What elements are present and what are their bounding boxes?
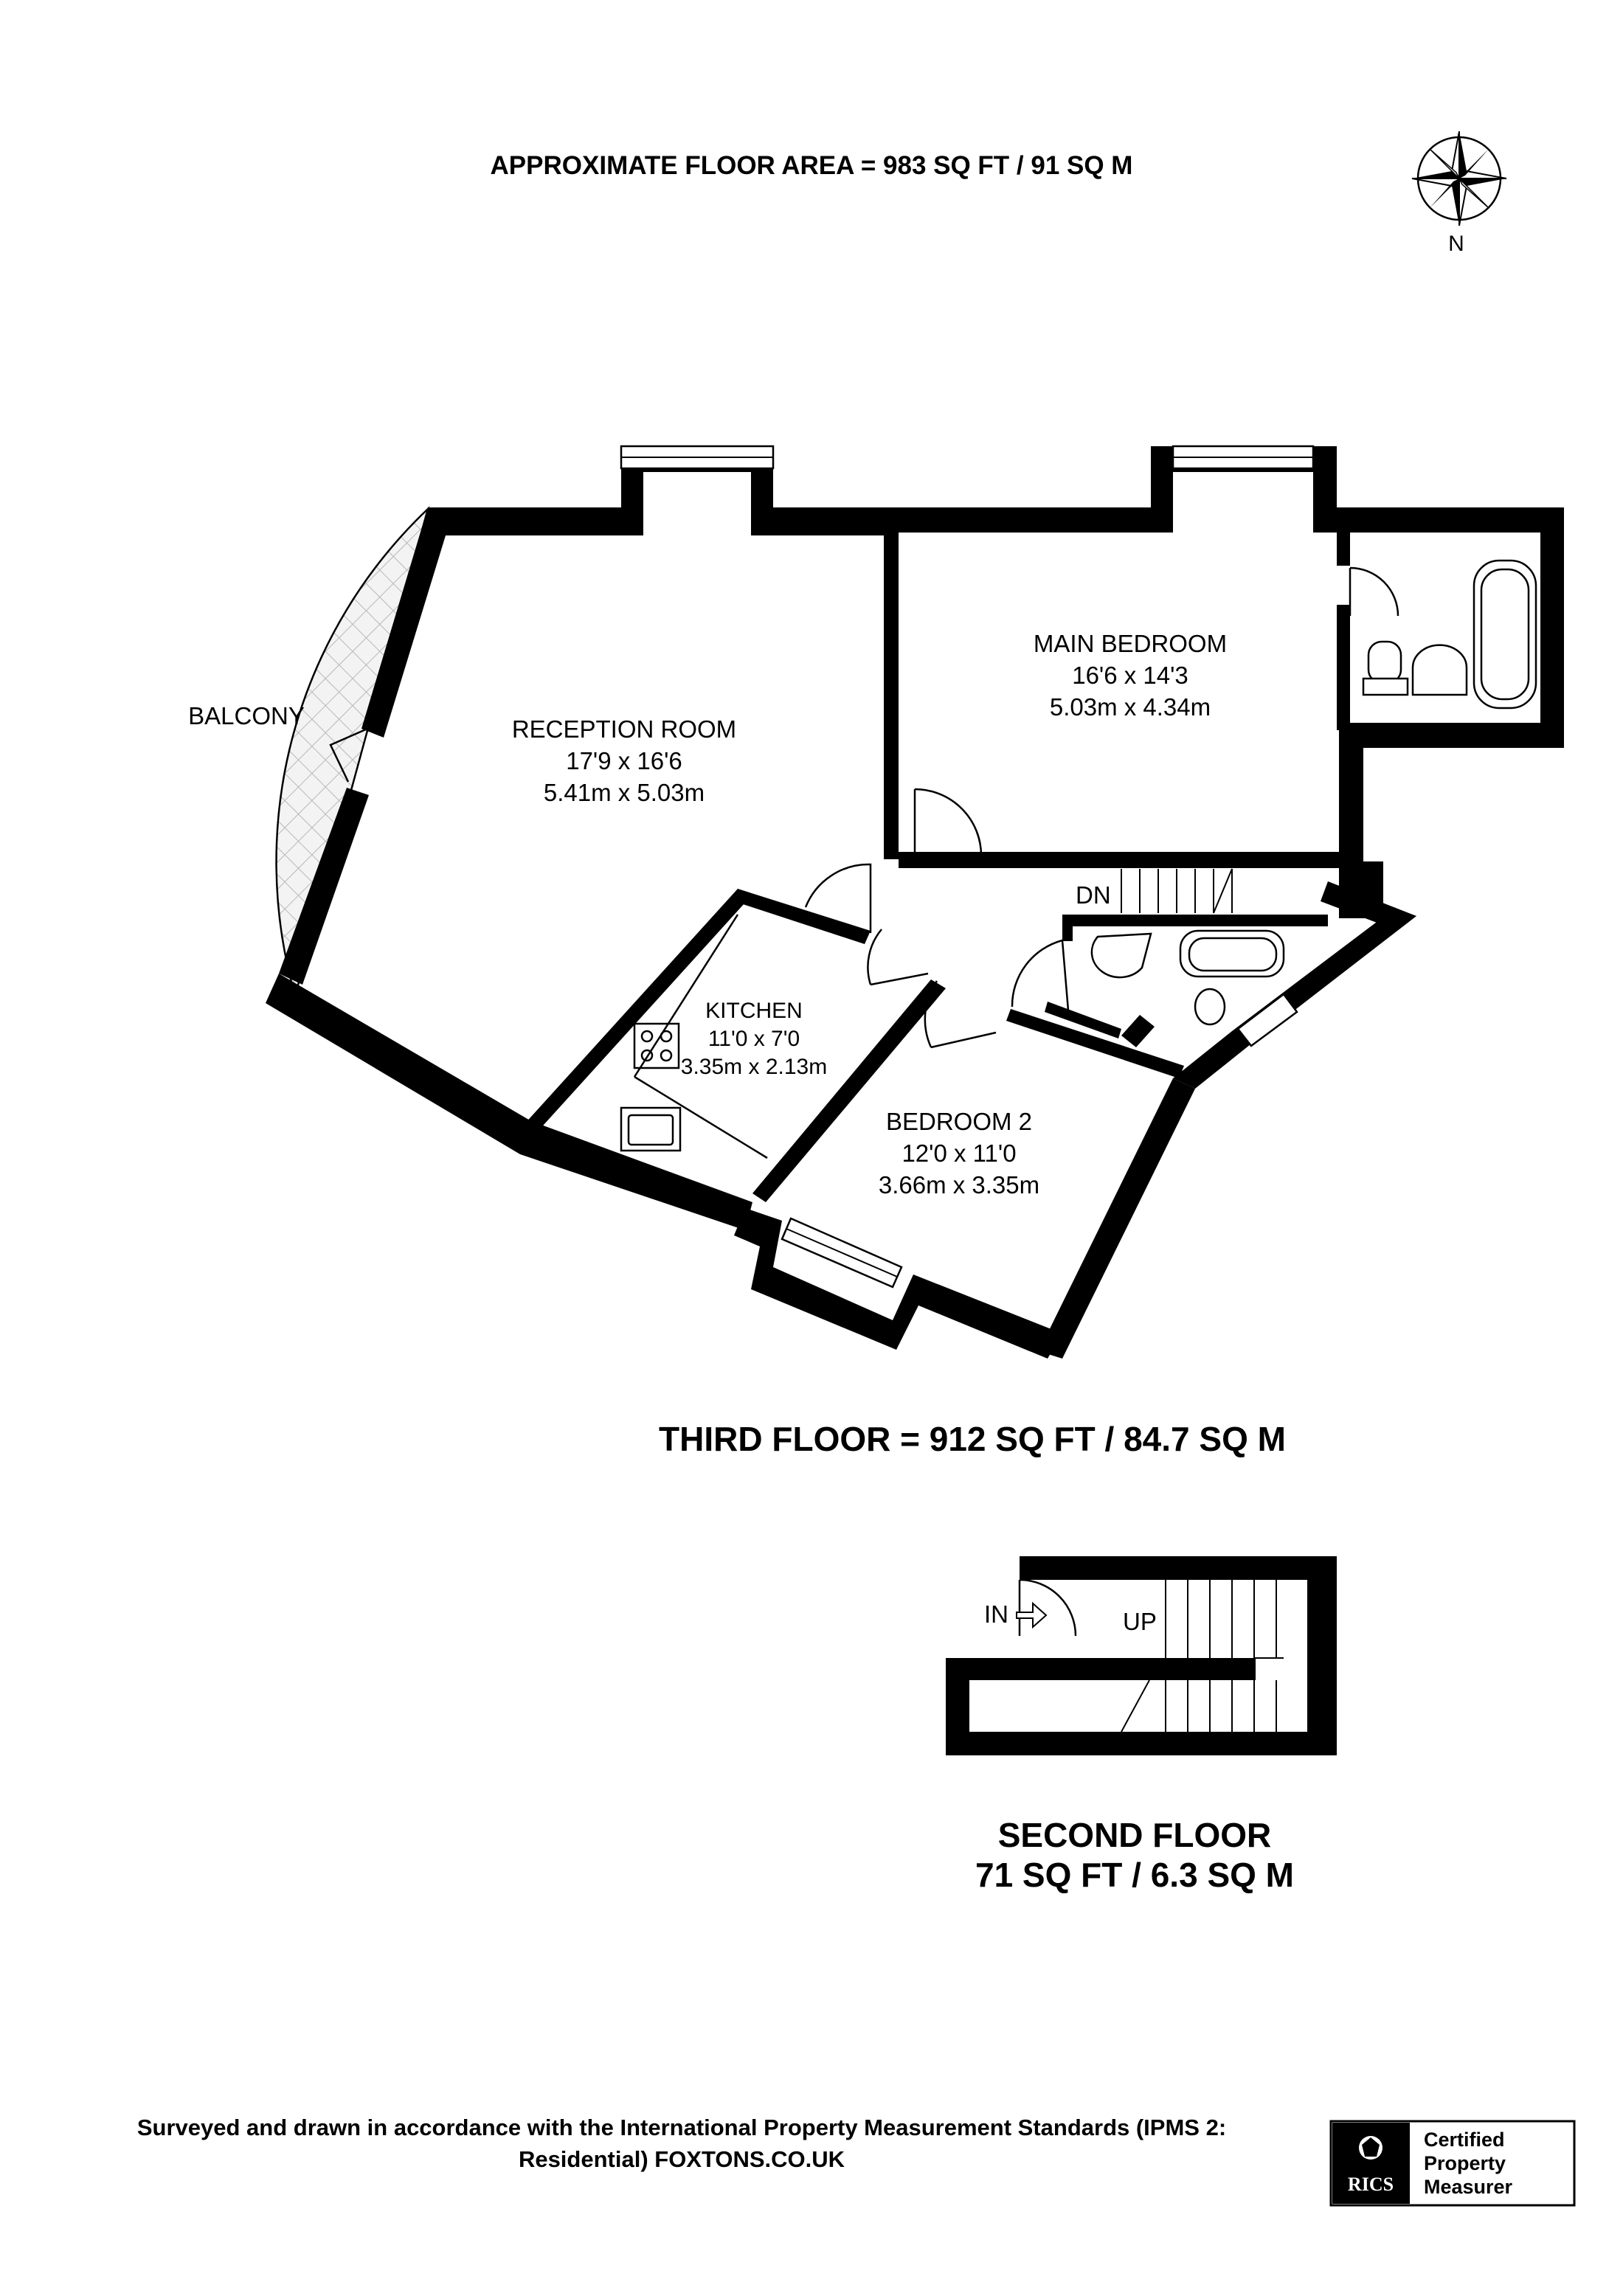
balcony-area [275, 506, 430, 999]
third-floor-plan: DN RECEPTION ROOM 17'9 x 16'6 5.41m x 5.… [188, 445, 1564, 1359]
stairs-up-label: UP [1123, 1608, 1157, 1635]
second-floor-stairs [1121, 1580, 1284, 1733]
svg-text:17'9 x 16'6: 17'9 x 16'6 [566, 747, 682, 774]
svg-text:11'0 x 7'0: 11'0 x 7'0 [708, 1027, 800, 1051]
stairs-down-label: DN [1076, 881, 1111, 909]
rics-badge: RICS Certified Property Measurer [1329, 2120, 1576, 2207]
second-floor-walls [946, 1556, 1337, 1755]
room-main-bedroom: MAIN BEDROOM 16'6 x 14'3 5.03m x 4.34m [1034, 630, 1227, 721]
door-swings [329, 566, 1399, 1049]
badge-line-2: Property [1424, 2152, 1506, 2174]
balcony-label: BALCONY [188, 702, 305, 729]
third-floor-title: THIRD FLOOR = 912 SQ FT / 84.7 SQ M [659, 1420, 1286, 1458]
svg-text:16'6 x 14'3: 16'6 x 14'3 [1072, 662, 1188, 689]
svg-text:5.03m x 4.34m: 5.03m x 4.34m [1050, 693, 1211, 721]
windows [620, 445, 1315, 1289]
rics-logo-text: RICS [1348, 2174, 1394, 2195]
entry-arrow-icon [1016, 1601, 1048, 1629]
footer-line-2: Residential) FOXTONS.CO.UK [519, 2146, 845, 2172]
entry-label: IN [984, 1600, 1008, 1628]
badge-line-1: Certified [1424, 2129, 1505, 2151]
stairs-down [1121, 868, 1233, 914]
total-floor-area: APPROXIMATE FLOOR AREA = 983 SQ FT / 91 … [491, 151, 1133, 180]
second-floor-title: SECOND FLOOR [998, 1816, 1272, 1854]
svg-text:3.66m x 3.35m: 3.66m x 3.35m [879, 1171, 1039, 1199]
room-reception: RECEPTION ROOM 17'9 x 16'6 5.41m x 5.03m [512, 715, 736, 806]
room-kitchen: KITCHEN 11'0 x 7'0 3.35m x 2.13m [681, 999, 827, 1079]
svg-text:3.35m x 2.13m: 3.35m x 2.13m [681, 1055, 827, 1079]
compass-rose-icon [1411, 131, 1507, 226]
interior-walls [524, 533, 1350, 1202]
svg-text:RECEPTION ROOM: RECEPTION ROOM [512, 715, 736, 743]
svg-text:KITCHEN: KITCHEN [705, 999, 803, 1023]
exterior-walls [266, 446, 1564, 1359]
room-bedroom-2: BEDROOM 2 12'0 x 11'0 3.66m x 3.35m [879, 1108, 1039, 1199]
second-floor-area: 71 SQ FT / 6.3 SQ M [975, 1856, 1294, 1894]
second-floor-plan: IN UP [946, 1556, 1337, 1755]
svg-text:BEDROOM 2: BEDROOM 2 [886, 1108, 1032, 1135]
compass-north-label: N [1448, 232, 1464, 256]
fixtures [620, 559, 1537, 1159]
svg-text:MAIN BEDROOM: MAIN BEDROOM [1034, 630, 1227, 657]
entry-door-swing [1018, 1578, 1077, 1637]
footer-line-1: Surveyed and drawn in accordance with th… [137, 2115, 1226, 2140]
svg-text:12'0 x 11'0: 12'0 x 11'0 [902, 1140, 1016, 1167]
svg-text:5.41m x 5.03m: 5.41m x 5.03m [544, 779, 705, 806]
badge-line-3: Measurer [1424, 2176, 1513, 2198]
